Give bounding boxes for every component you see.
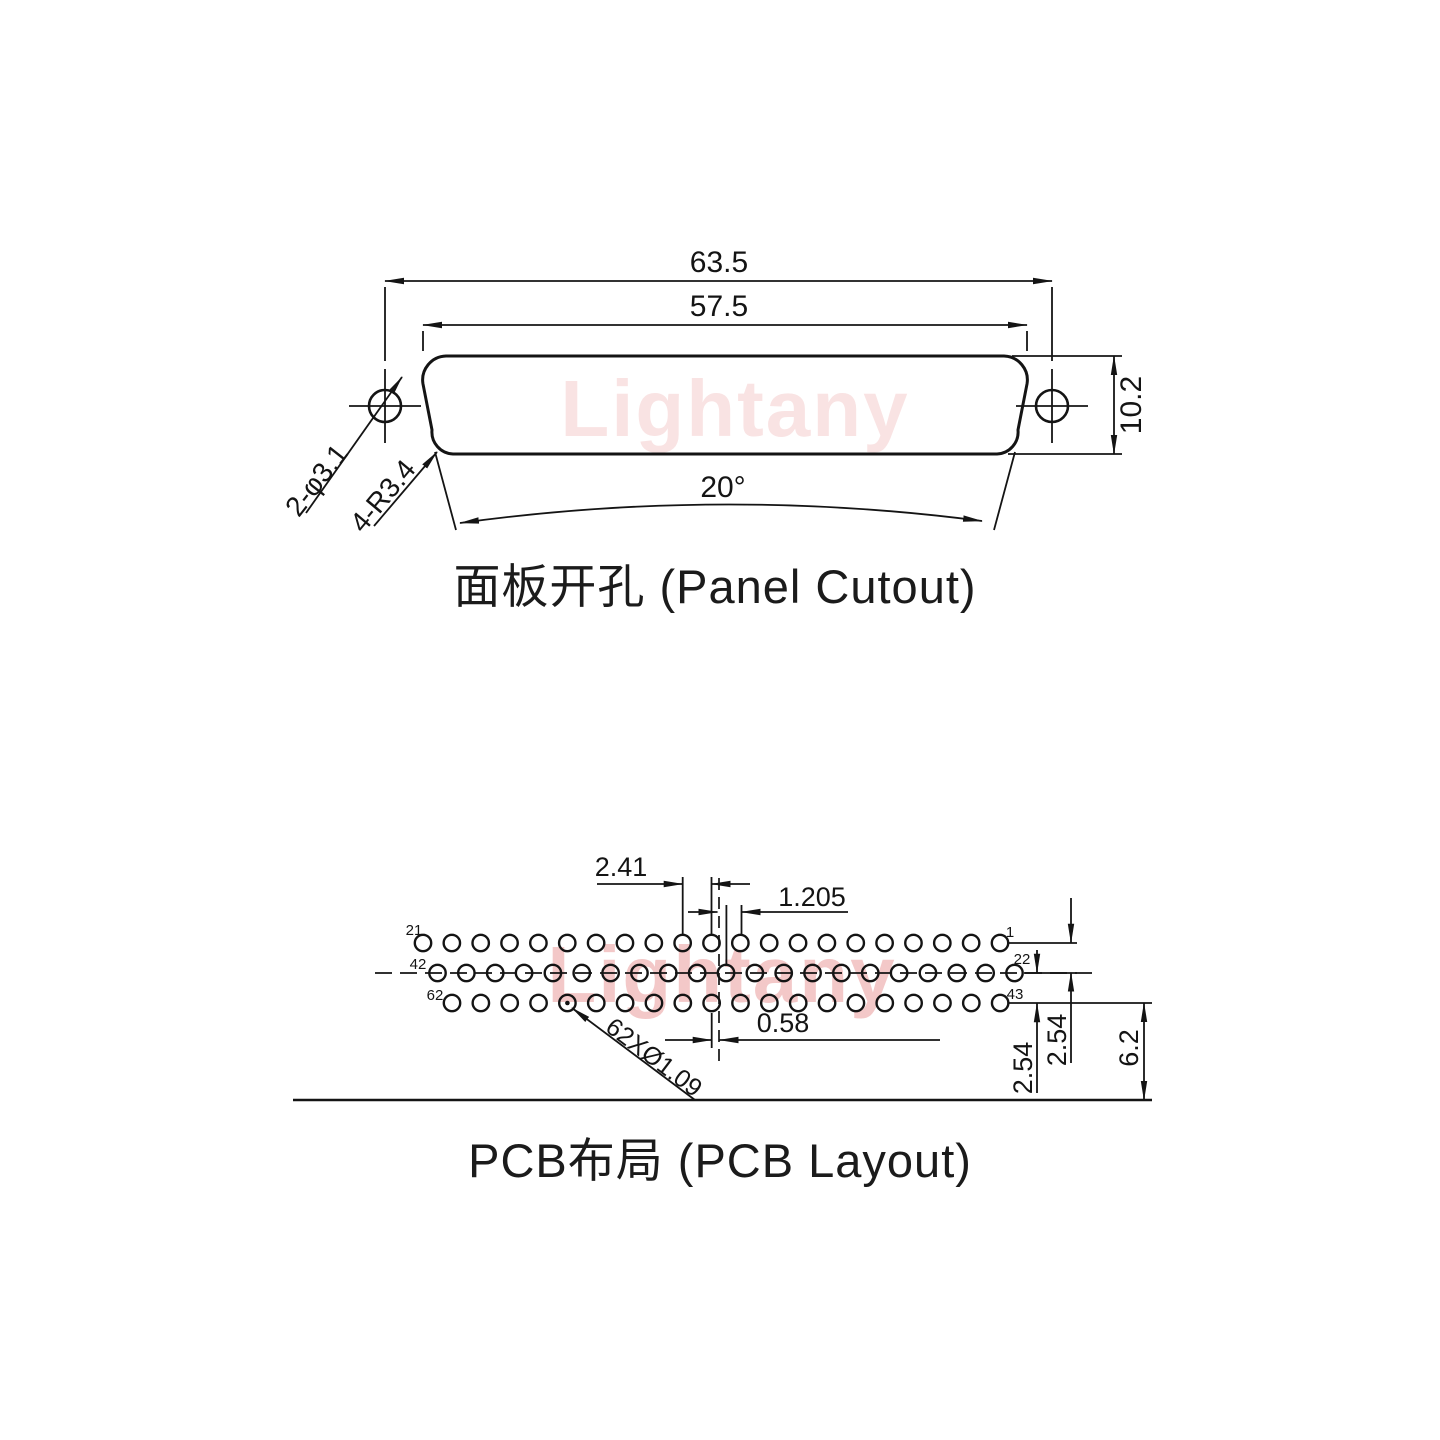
angle-arc <box>459 503 983 524</box>
dim-center-offset: 0.58 <box>757 1008 810 1038</box>
dim-outer-width: 63.5 <box>690 246 748 279</box>
label-corner-radius: 4-R3.4 <box>344 454 422 538</box>
dim-angle: 20° <box>700 471 745 504</box>
marked-hole-dot <box>565 1000 570 1006</box>
pcb-hole <box>413 933 433 953</box>
pcb-hole <box>442 993 462 1013</box>
pcb-hole <box>788 993 808 1013</box>
leader-hole-spec <box>571 1007 696 1101</box>
dim-edge-distance: 6.2 <box>1114 1029 1144 1067</box>
pin-label-22: 22 <box>1014 951 1031 968</box>
watermark-bottom: Lightany <box>547 930 896 1019</box>
pcb-hole <box>961 993 981 1013</box>
pcb-hole <box>586 933 606 953</box>
dim-height: 10.2 <box>1115 376 1148 434</box>
dim-row-spacing-upper: 2.54 <box>1042 1014 1072 1067</box>
pcb-hole <box>673 993 693 1013</box>
panel-title: 面板开孔 (Panel Cutout) <box>453 560 976 613</box>
pcb-hole <box>673 933 693 953</box>
mount-hole-left <box>349 369 421 443</box>
pcb-hole <box>500 993 520 1013</box>
pcb-hole <box>933 993 952 1013</box>
pcb-hole <box>932 933 952 953</box>
pcb-hole <box>731 993 750 1013</box>
leader-mount-holes <box>305 376 403 514</box>
pcb-hole <box>529 933 548 953</box>
pcb-hole <box>442 933 462 953</box>
pcb-hole <box>875 993 895 1013</box>
pcb-hole <box>990 933 1010 953</box>
dim-pitch: 2.41 <box>595 852 648 882</box>
pcb-hole <box>961 933 981 953</box>
pcb-hole <box>730 933 750 953</box>
pcb-hole <box>586 993 606 1013</box>
pcb-hole <box>557 933 577 953</box>
pcb-hole <box>471 993 491 1013</box>
panel-cutout-drawing: Lightany 63.5 57.5 10.2 <box>279 246 1148 613</box>
dim-row-spacing-lower: 2.54 <box>1008 1042 1038 1095</box>
pcb-layout-drawing: Lightany 2.41 1.205 0.58 62XØ1.09 21 42 … <box>293 852 1152 1187</box>
dim-inner-width: 57.5 <box>690 290 748 323</box>
pcb-hole <box>529 993 548 1013</box>
label-hole-spec: 62XØ1.09 <box>600 1013 707 1103</box>
pcb-hole <box>471 933 491 953</box>
pcb-hole <box>817 933 837 953</box>
cutout-outline <box>421 354 1029 456</box>
pcb-hole <box>846 993 866 1013</box>
pcb-hole <box>702 993 722 1013</box>
watermark-top: Lightany <box>560 364 909 453</box>
pcb-hole <box>904 993 923 1013</box>
pcb-hole <box>788 933 808 953</box>
pcb-hole <box>644 933 664 953</box>
pin-label-43: 43 <box>1007 986 1024 1003</box>
ext-line <box>434 451 457 531</box>
pcb-hole <box>644 993 664 1013</box>
pcb-hole <box>615 933 635 953</box>
pcb-title: PCB布局 (PCB Layout) <box>468 1134 972 1187</box>
pcb-hole <box>558 993 577 1013</box>
pin-label-21: 21 <box>406 922 423 939</box>
pin-label-62: 62 <box>427 987 444 1004</box>
pcb-hole <box>817 993 837 1013</box>
pcb-hole <box>904 933 923 953</box>
pcb-hole <box>846 933 866 953</box>
pcb-hole <box>875 933 894 953</box>
pin-label-42: 42 <box>410 956 427 973</box>
pcb-hole <box>500 933 519 953</box>
label-mount-holes: 2-φ3.1 <box>279 438 354 522</box>
pcb-hole <box>990 993 1010 1013</box>
mount-hole-right <box>1016 369 1088 443</box>
leader-corner-radius <box>373 451 438 527</box>
dim-half-pitch: 1.205 <box>778 882 846 912</box>
pcb-hole <box>759 933 779 953</box>
pcb-hole <box>615 993 635 1013</box>
ext-line <box>993 451 1016 531</box>
pcb-hole <box>759 993 779 1013</box>
pin-label-1: 1 <box>1006 924 1014 941</box>
